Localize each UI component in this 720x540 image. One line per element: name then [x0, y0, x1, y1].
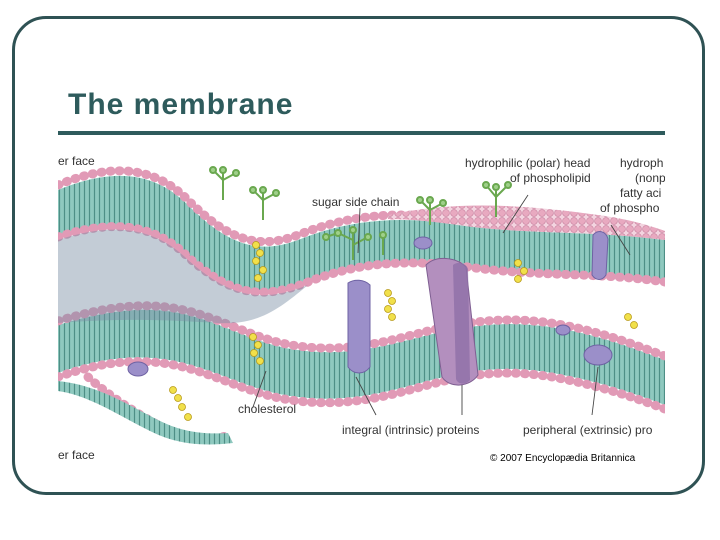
cholesterol-molecules [169, 241, 638, 421]
hydrophobic-label-line3: fatty aci [620, 186, 662, 200]
outer-face-label: er face [58, 154, 95, 168]
peripheral-proteins-label: peripheral (extrinsic) pro [523, 423, 653, 437]
integral-proteins-label: integral (intrinsic) proteins [342, 423, 480, 437]
hydrophobic-label-line1: hydroph [620, 156, 664, 170]
copyright-notice: © 2007 Encyclopædia Britannica [490, 453, 636, 464]
leader-lines [252, 194, 631, 416]
hydrophobic-label-line2: (nonp [635, 171, 665, 185]
hydrophilic-head-label-line2: of phospholipid [510, 171, 591, 185]
upper-bilayer [58, 166, 665, 297]
slide-title: The membrane [68, 88, 294, 121]
membrane-illustration [58, 166, 665, 445]
cholesterol-label: cholesterol [238, 402, 297, 416]
inner-face-label: er face [58, 448, 95, 462]
interior-shadow [58, 229, 308, 324]
title-rule [58, 131, 665, 135]
membrane-figure: er face er face sugar side chain hydroph… [58, 145, 665, 470]
peripheral-proteins [127, 236, 613, 377]
hydrophilic-head-label-line1: hydrophilic (polar) head [465, 156, 591, 170]
sugar-side-chains [209, 166, 512, 260]
hydrophobic-label-line4: of phospho [600, 201, 660, 215]
slide-frame [12, 16, 705, 495]
sugar-side-chain-label: sugar side chain [312, 195, 400, 209]
integral-proteins [347, 231, 609, 386]
